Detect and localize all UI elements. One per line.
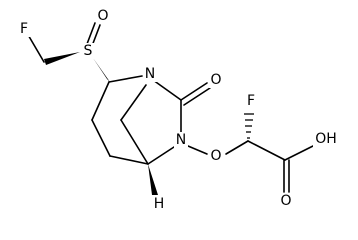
bond-c-o-1 xyxy=(180,82,208,101)
bond-ch2-s-wedge xyxy=(44,52,80,65)
bond-c2-s-wedge xyxy=(93,58,110,82)
bond-chf-cacid xyxy=(247,140,286,161)
bond-c4-c5 xyxy=(109,155,149,165)
bond-s-o-1 xyxy=(86,22,96,45)
bond-cacid-oh xyxy=(284,145,314,161)
bond-c2-n1 xyxy=(108,75,143,83)
atom-o-carbonyl: O xyxy=(210,72,221,88)
bond-n6-o xyxy=(187,145,208,155)
bonds xyxy=(26,22,314,195)
atom-oh: OH xyxy=(315,131,337,147)
atom-f-left: F xyxy=(20,21,28,37)
atom-h-bridgehead: H xyxy=(154,196,165,212)
bond-c2-c3 xyxy=(91,81,110,121)
bond-c5-h-wedge xyxy=(148,164,158,195)
bond-chf-f-hash xyxy=(244,113,254,139)
bond-n6-c5 xyxy=(147,146,175,165)
atom-labels: F S O N O N O F OH O H xyxy=(17,8,339,212)
bond-n1-co xyxy=(152,79,182,101)
bond-c3-c4 xyxy=(91,119,111,157)
bond-n1-c7 xyxy=(120,84,147,121)
molecule-diagram: F S O N O N O F OH O H xyxy=(17,8,339,212)
bond-o-chf xyxy=(225,140,249,155)
bond-s-o-2 xyxy=(91,24,101,47)
atom-o-sulfinyl: O xyxy=(97,8,108,24)
atom-f-alpha: F xyxy=(247,93,255,109)
atom-n-bridge: N xyxy=(145,66,155,82)
bond-c7-c5 xyxy=(120,119,149,165)
structure-svg: F S O N O N O F OH O H xyxy=(17,8,339,212)
atom-s: S xyxy=(84,43,93,59)
bond-f-ch2 xyxy=(26,32,45,63)
atom-o-acid: O xyxy=(280,193,291,209)
bond-c-o-2 xyxy=(183,87,211,106)
atom-n-ring: N xyxy=(176,132,186,148)
atom-o-ether: O xyxy=(210,148,221,164)
